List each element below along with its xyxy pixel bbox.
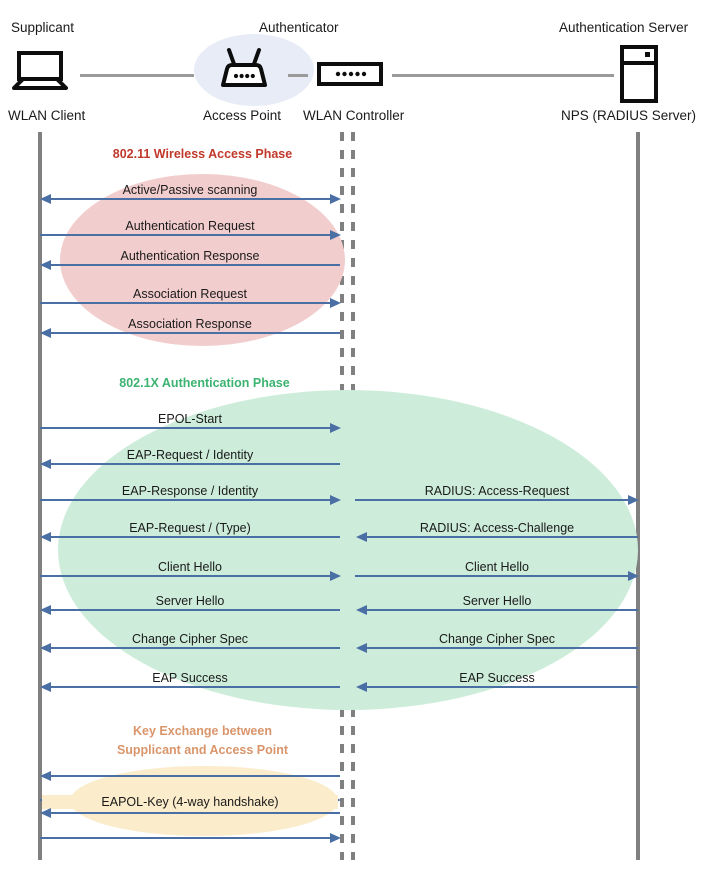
msg-label-epol-start: EPOL-Start bbox=[158, 412, 222, 426]
msg-line-epol-start bbox=[40, 427, 335, 429]
msg-label-association-request: Association Request bbox=[133, 287, 247, 301]
msg-label-authentication-response: Authentication Response bbox=[120, 249, 260, 263]
arrow-head-association-response bbox=[40, 328, 51, 338]
phase-ellipse-wireless-access bbox=[60, 174, 345, 346]
msg-line-eap-success-right bbox=[360, 686, 638, 688]
msg-line-eap-response-identity bbox=[40, 499, 335, 501]
msg-label-change-cipher-spec-left: Change Cipher Spec bbox=[131, 632, 249, 646]
msg-label-authentication-request: Authentication Request bbox=[125, 219, 255, 233]
actor-device-nps-radius-server: NPS (RADIUS Server) bbox=[561, 108, 697, 123]
msg-line-handshake-3 bbox=[44, 812, 340, 814]
phase-label-wireless-access: 802.11 Wireless Access Phase bbox=[112, 147, 293, 161]
msg-line-radius-access-challenge bbox=[360, 536, 638, 538]
msg-label-eap-success-left: EAP Success bbox=[152, 671, 228, 685]
msg-line-handshake-4 bbox=[40, 837, 335, 839]
actor-device-access-point: Access Point bbox=[203, 108, 282, 123]
arrow-head-server-hello-left bbox=[40, 605, 51, 615]
msg-label-eap-response-identity: EAP-Response / Identity bbox=[121, 484, 259, 498]
actor-role-authenticator: Authenticator bbox=[259, 20, 339, 35]
msg-label-eap-request-identity: EAP-Request / Identity bbox=[126, 448, 254, 462]
msg-label-server-hello-left: Server Hello bbox=[155, 594, 225, 608]
actor-device-wlan-client: WLAN Client bbox=[8, 108, 86, 123]
phase-label-key-exchange-line2: Supplicant and Access Point bbox=[116, 743, 289, 757]
lifeline-supplicant bbox=[38, 132, 42, 860]
arrow-head-eap-request-type bbox=[40, 532, 51, 542]
msg-line-change-cipher-spec-left bbox=[44, 647, 340, 649]
wire-controller-to-server bbox=[392, 74, 614, 77]
arrow-head-eap-success-left bbox=[40, 682, 51, 692]
arrow-head-handshake-4 bbox=[330, 833, 341, 843]
network-switch-icon bbox=[316, 60, 384, 93]
arrow-head-association-request bbox=[330, 298, 341, 308]
msg-label-eapol-key-4way-handshake: EAPOL-Key (4-way handshake) bbox=[42, 795, 338, 809]
phase-label-key-exchange-line1: Key Exchange between bbox=[133, 724, 272, 738]
msg-line-radius-access-request bbox=[355, 499, 633, 501]
arrow-head-radius-access-challenge bbox=[356, 532, 367, 542]
msg-label-active-passive-scanning: Active/Passive scanning bbox=[122, 183, 258, 197]
actor-device-wlan-controller: WLAN Controller bbox=[303, 108, 405, 123]
arrow-head-change-cipher-spec-left bbox=[40, 643, 51, 653]
msg-line-client-hello-left bbox=[40, 575, 335, 577]
arrow-head-client-hello-left bbox=[330, 571, 341, 581]
arrow-head-scanning-left bbox=[40, 194, 51, 204]
wire-ap-to-controller bbox=[288, 74, 308, 77]
msg-label-change-cipher-spec-right: Change Cipher Spec bbox=[438, 632, 556, 646]
msg-line-change-cipher-spec-right bbox=[360, 647, 638, 649]
arrow-head-eap-response-identity bbox=[330, 495, 341, 505]
msg-line-active-passive-scanning bbox=[44, 198, 336, 200]
arrow-head-eap-request-identity bbox=[40, 459, 51, 469]
msg-line-server-hello-left bbox=[44, 609, 340, 611]
msg-label-server-hello-right: Server Hello bbox=[462, 594, 532, 608]
msg-line-association-response bbox=[44, 332, 340, 334]
msg-line-eap-request-identity bbox=[44, 463, 340, 465]
phase-label-dot1x-auth: 802.1X Authentication Phase bbox=[119, 376, 290, 390]
arrow-head-handshake-3 bbox=[40, 808, 51, 818]
msg-line-server-hello-right bbox=[360, 609, 638, 611]
msg-label-eap-success-right: EAP Success bbox=[459, 671, 535, 685]
arrow-head-eap-success-right bbox=[356, 682, 367, 692]
msg-line-handshake-1 bbox=[44, 775, 340, 777]
arrow-head-authentication-request bbox=[330, 230, 341, 240]
wireless-router-icon bbox=[213, 47, 275, 97]
arrow-head-client-hello-right bbox=[628, 571, 639, 581]
msg-label-client-hello-left: Client Hello bbox=[158, 560, 222, 574]
arrow-head-change-cipher-spec-right bbox=[356, 643, 367, 653]
actor-role-supplicant: Supplicant bbox=[11, 20, 75, 35]
msg-line-authentication-response bbox=[44, 264, 340, 266]
msg-line-authentication-request bbox=[40, 234, 335, 236]
msg-label-association-response: Association Response bbox=[128, 317, 252, 331]
arrow-head-scanning-right bbox=[330, 194, 341, 204]
server-rack-icon bbox=[618, 44, 660, 109]
msg-line-association-request bbox=[40, 302, 335, 304]
arrow-head-authentication-response bbox=[40, 260, 51, 270]
msg-label-radius-access-request: RADIUS: Access-Request bbox=[424, 484, 570, 498]
arrow-head-radius-access-request bbox=[628, 495, 639, 505]
arrow-head-handshake-1 bbox=[40, 771, 51, 781]
msg-line-client-hello-right bbox=[355, 575, 633, 577]
phase-ellipse-dot1x-auth bbox=[58, 390, 638, 710]
actor-role-authentication-server: Authentication Server bbox=[559, 20, 689, 35]
arrow-head-epol-start bbox=[330, 423, 341, 433]
msg-label-eap-request-type: EAP-Request / (Type) bbox=[129, 521, 251, 535]
msg-line-eap-request-type bbox=[44, 536, 340, 538]
msg-label-radius-access-challenge: RADIUS: Access-Challenge bbox=[419, 521, 575, 535]
msg-label-client-hello-right: Client Hello bbox=[465, 560, 529, 574]
laptop-icon bbox=[12, 50, 68, 97]
wire-client-to-ap bbox=[80, 74, 194, 77]
arrow-head-server-hello-right bbox=[356, 605, 367, 615]
msg-line-eap-success-left bbox=[44, 686, 340, 688]
